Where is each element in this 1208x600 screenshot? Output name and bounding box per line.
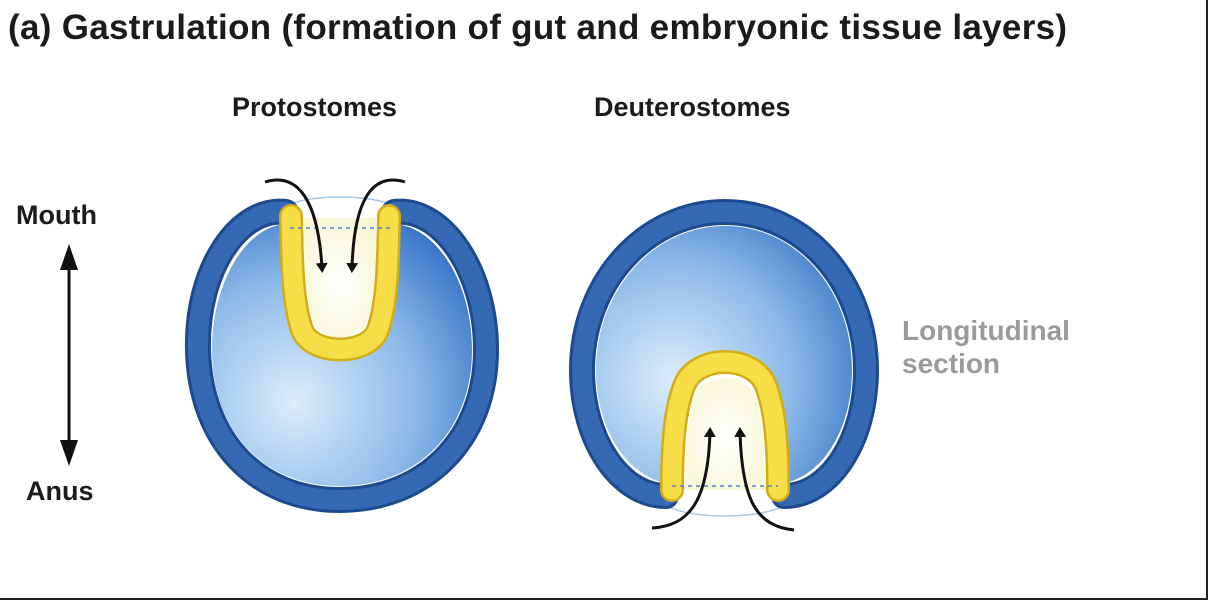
deuterostome-archenteron <box>685 378 765 490</box>
figure-title-lead: (a) Gastrulation <box>8 8 272 47</box>
figure-title-rest: (formation of gut and embryonic tissue l… <box>281 8 1068 47</box>
longitudinal-section-label: Longitudinal section <box>902 314 1070 380</box>
protostome-invagination-arrow-right <box>346 178 406 273</box>
deuterostome-embryo <box>568 198 880 532</box>
longitudinal-section-line1: Longitudinal <box>902 315 1070 346</box>
anus-label: Anus <box>26 476 94 506</box>
protostome-invagination-arrow-left <box>264 178 328 273</box>
protostome-embryo <box>184 178 500 514</box>
deuterostome-invagination-arrow-right <box>734 427 795 532</box>
mouth-label: Mouth <box>16 200 97 230</box>
deuterostome-invagination-arrow-left <box>651 427 716 530</box>
protostomes-heading: Protostomes <box>232 92 398 122</box>
deuterostomes-heading: Deuterostomes <box>594 92 791 122</box>
longitudinal-section-line2: section <box>902 348 1001 379</box>
mouth-anus-axis-arrow <box>60 244 78 466</box>
figure-title: (a) Gastrulation (formation of gut and e… <box>8 8 1067 48</box>
protostome-archenteron <box>303 218 377 337</box>
